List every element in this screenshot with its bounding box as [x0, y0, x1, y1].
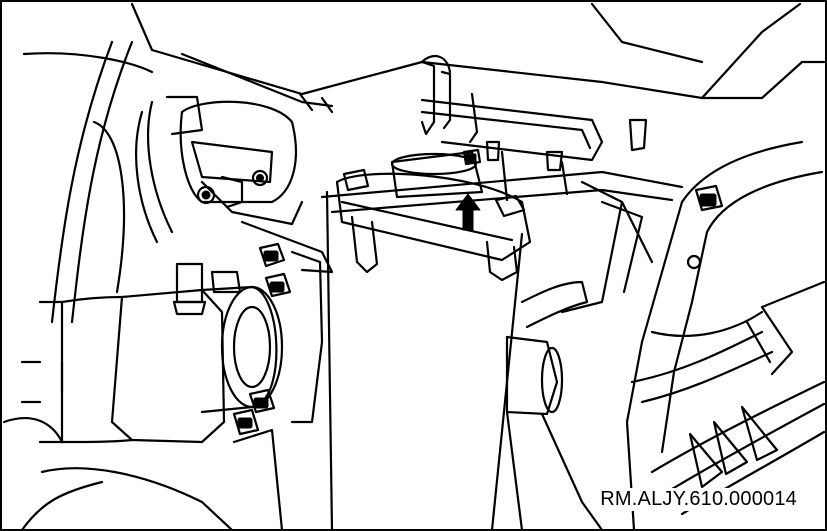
upper-body-inner-edge — [180, 52, 334, 108]
clip-hook-left — [420, 60, 436, 136]
bolt-head-a — [201, 190, 211, 200]
valve-cluster — [179, 100, 297, 204]
housing-top-flange — [335, 172, 532, 262]
flange-bolt-left — [342, 168, 370, 192]
upper-mounting-rail — [420, 98, 604, 162]
reference-code-label: RM.ALJY.610.000014 — [598, 488, 799, 511]
up-arrow-icon — [455, 193, 481, 231]
right-fender-panel — [625, 140, 804, 529]
left-hose — [70, 40, 134, 324]
clip-hook-right — [628, 118, 648, 152]
left-pump-body — [110, 288, 226, 444]
filter-housing — [325, 190, 334, 529]
bolt-head-b — [256, 174, 264, 182]
upper-body-panel — [130, 2, 802, 100]
upper-fitting — [175, 262, 204, 304]
lower-fitting — [505, 335, 559, 416]
